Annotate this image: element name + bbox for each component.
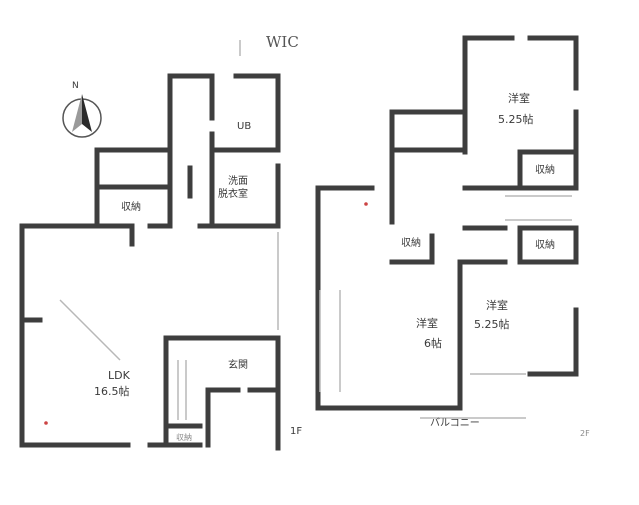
storage-label-1f: 収納 [121, 202, 141, 213]
first-floor-thin-lines [59, 40, 279, 420]
compass [60, 84, 106, 140]
second-floor-thin-lines [319, 195, 572, 419]
ldk-size-label: 16.5帖 [94, 385, 130, 398]
wic-label: WIC [266, 33, 299, 51]
ldk-label: LDK [108, 369, 130, 382]
floor-label-1f: 1F [290, 426, 303, 437]
western-room-top-size: 5.25帖 [498, 113, 534, 126]
north-label: N [72, 81, 79, 91]
storage-right-1-label: 収納 [535, 165, 555, 176]
western-room-mid-label: 洋室 [416, 317, 438, 330]
first-floor-walls [19, 73, 281, 451]
shoe-storage-label: 収納 [176, 433, 192, 442]
room-ub-label: UB [237, 121, 252, 132]
western-room-right-label: 洋室 [486, 299, 508, 312]
balcony-label: バルコニー [430, 418, 480, 429]
western-room-right-size: 5.25帖 [474, 318, 510, 331]
stair-markers [44, 202, 368, 425]
washroom-label-2: 脱衣室 [218, 189, 248, 200]
western-room-top-label: 洋室 [508, 92, 530, 105]
western-room-mid-size: 6帖 [424, 337, 442, 350]
north-arrow-icon [62, 94, 102, 138]
entrance-label: 玄関 [228, 360, 248, 371]
second-floor-walls [315, 35, 579, 411]
storage-left-label: 収納 [401, 238, 421, 249]
storage-right-2-label: 収納 [535, 240, 555, 251]
floor-label-2f: 2F [580, 429, 590, 438]
washroom-label: 洗面 [228, 176, 248, 187]
